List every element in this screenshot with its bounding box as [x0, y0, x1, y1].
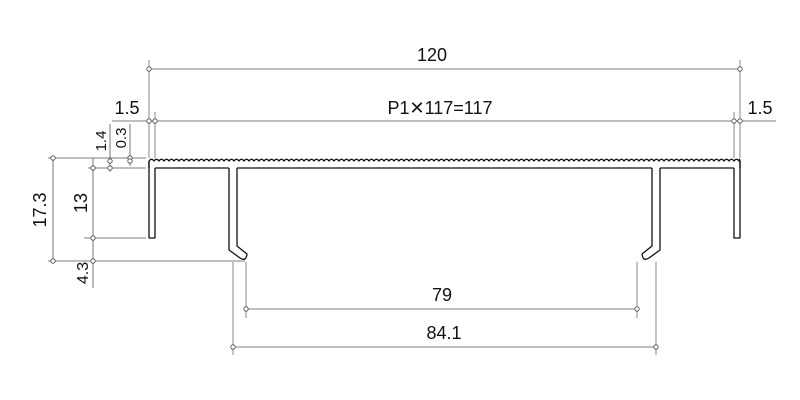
ribbed-top-surface: [148, 158, 741, 162]
bottom-dimensions: 79 84.1: [230, 262, 659, 355]
overall-width-label: 120: [417, 45, 447, 65]
right-edge-label: 1.5: [747, 98, 772, 118]
hook-offset-label: 4.3: [75, 262, 92, 284]
pitch-spec-label: P1✕117=117: [387, 98, 492, 118]
top-plate-ends: [148, 161, 741, 168]
hook-inner-span-label: 79: [432, 285, 452, 305]
left-outer-leg: [148, 161, 156, 239]
top-plate-thickness-label: 1.4: [93, 131, 110, 152]
left-hook-leg: [228, 168, 248, 260]
aluminium-profile: [148, 158, 741, 260]
total-height-label: 17.3: [30, 192, 50, 227]
top-dimensions: 120 1.5 P1✕117=117 1.5: [112, 45, 776, 158]
rib-height-label: 0.3: [113, 128, 130, 149]
left-edge-label: 1.5: [114, 98, 139, 118]
leg-height-label: 13: [71, 193, 91, 213]
left-dimensions: 17.3 13 4.3 1.4 0.3: [30, 124, 245, 288]
right-hook-leg: [641, 168, 661, 260]
right-outer-leg: [733, 161, 741, 239]
hook-outer-span-label: 84.1: [426, 323, 461, 343]
